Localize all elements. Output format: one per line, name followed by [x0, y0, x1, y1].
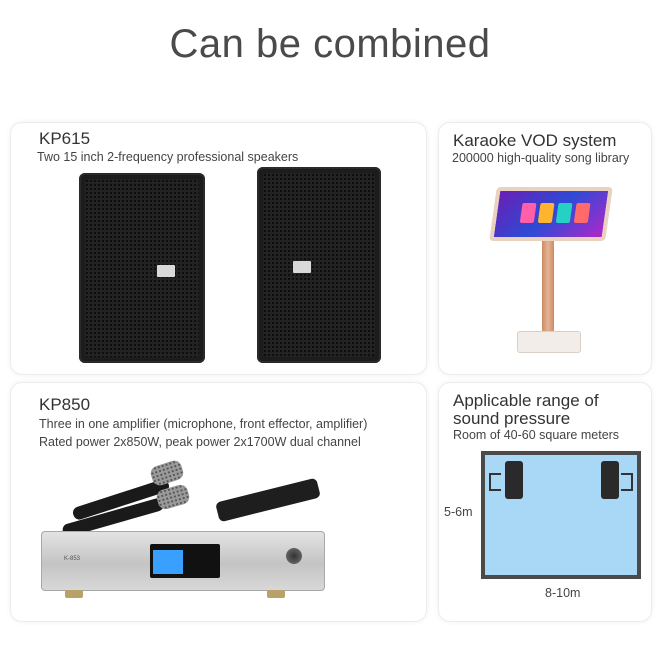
room-title-line2: sound pressure: [453, 409, 571, 428]
speakers-title: KP615: [39, 129, 91, 148]
room-subtitle: Room of 40-60 square meters: [453, 428, 620, 442]
room-height-label: 5-6m: [444, 505, 473, 519]
amplifier-image: K-853: [41, 531, 325, 591]
amplifier-title: KP850: [39, 395, 91, 414]
remote-control-image: [215, 477, 321, 523]
room-title-line1: Applicable range of: [453, 391, 599, 410]
wall-speaker-right: [601, 461, 619, 499]
karaoke-title: Karaoke VOD system: [453, 131, 617, 150]
karaoke-subtitle: 200000 high-quality song library: [452, 151, 630, 165]
page-title: Can be combined: [169, 22, 491, 66]
speakers-subtitle: Two 15 inch 2-frequency professional spe…: [37, 150, 299, 164]
wall-speaker-left: [505, 461, 523, 499]
room-card: Applicable range of sound pressure Room …: [438, 382, 652, 622]
amplifier-model-label: K-853: [64, 556, 81, 562]
speaker-left-image: [79, 173, 205, 363]
amplifier-card: KP850 Three in one amplifier (microphone…: [10, 382, 427, 622]
speakers-card: KP615 Two 15 inch 2-frequency profession…: [10, 122, 427, 375]
amplifier-description-line1: Three in one amplifier (microphone, fron…: [39, 417, 368, 431]
room-diagram: [481, 451, 641, 579]
speaker-right-image: [257, 167, 381, 363]
karaoke-card: Karaoke VOD system 200000 high-quality s…: [438, 122, 652, 375]
amplifier-description-line2: Rated power 2x850W, peak power 2x1700W d…: [39, 435, 361, 449]
room-width-label: 8-10m: [545, 586, 581, 600]
